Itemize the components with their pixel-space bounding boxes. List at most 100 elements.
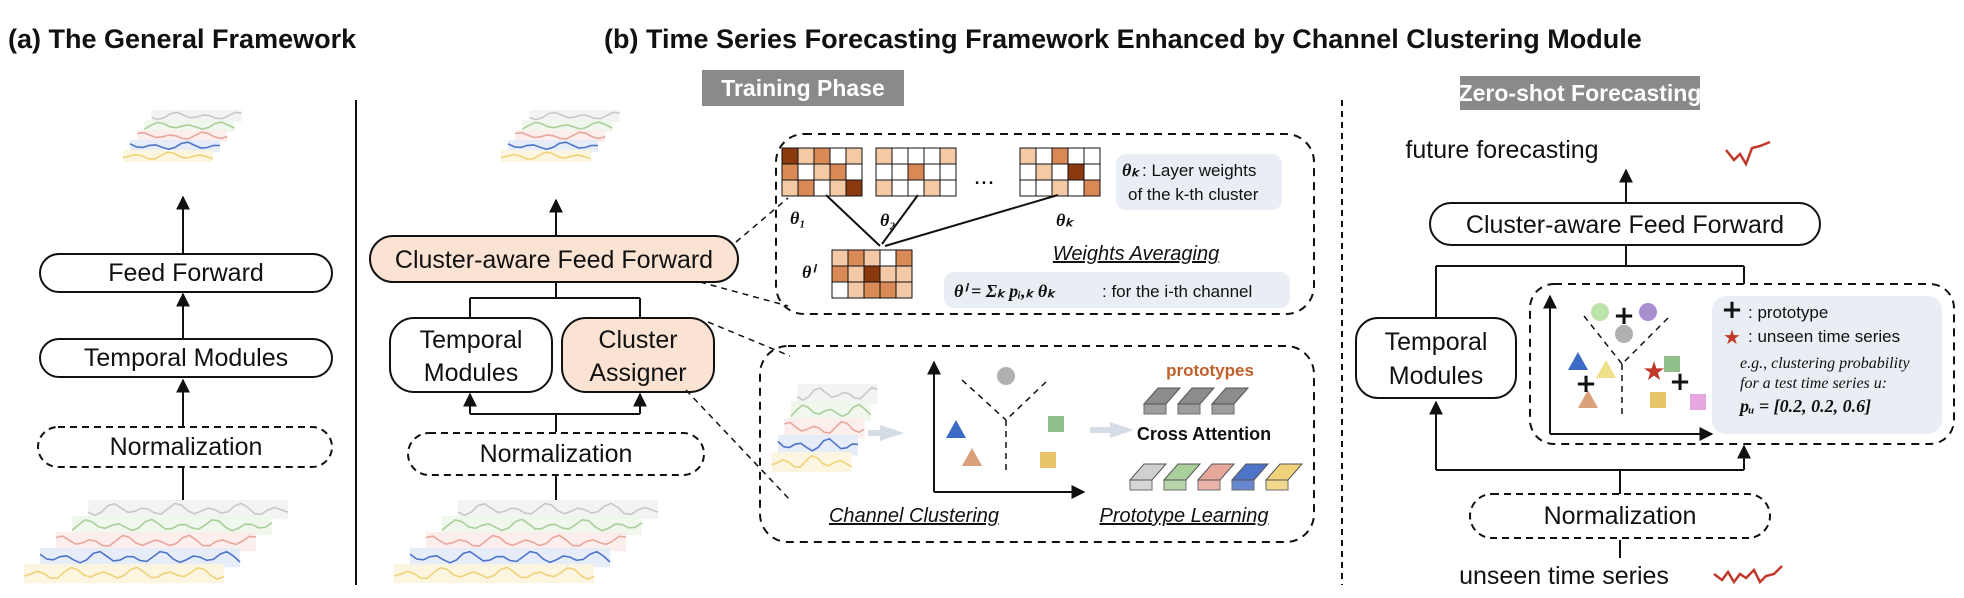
- series-band: [778, 435, 858, 456]
- weight-cell: [907, 163, 925, 181]
- avg-formula-bg: [944, 272, 1290, 308]
- callout-line-top-2: [699, 281, 789, 307]
- prototype-blocks: [1142, 387, 1250, 415]
- cluster-boundary-1: [961, 379, 1007, 421]
- weight-cell: [863, 249, 881, 267]
- weight-cell: [1035, 163, 1053, 181]
- callout-line-top-1: [735, 197, 789, 243]
- weight-cell: [891, 163, 909, 181]
- prototype-block: [1177, 403, 1201, 415]
- general-framework: Feed Forward Temporal Modules Normalizat…: [23, 110, 333, 584]
- cross-attention-label: Cross Attention: [1137, 424, 1271, 444]
- zs-prototype-3-icon: +: [1669, 367, 1691, 397]
- series-band: [24, 564, 224, 584]
- series-line: [143, 121, 235, 130]
- embedding-block: [1128, 463, 1168, 481]
- series-band: [144, 120, 235, 132]
- theta-2-label: θ₂: [880, 210, 896, 230]
- weight-cell: [829, 163, 847, 181]
- weights-averaging-panel: [775, 133, 1315, 315]
- prototypes-label: prototypes: [1166, 361, 1254, 380]
- series-band: [790, 401, 871, 422]
- embedding-block: [1163, 479, 1187, 491]
- weight-cell: [863, 265, 881, 283]
- series-line: [425, 534, 627, 547]
- series-band: [410, 548, 610, 568]
- legend-eg-line1: e.g., clustering probability: [1740, 355, 1911, 372]
- clustering-input-series-icon: [771, 384, 878, 473]
- arrow-series-to-cluster-shaft: [868, 430, 882, 436]
- series-band: [130, 140, 220, 152]
- series-line: [151, 111, 242, 121]
- weight-cell: [895, 281, 913, 299]
- zs-prototype-1-icon: +: [1613, 301, 1635, 331]
- weight-cell: [1051, 147, 1069, 165]
- weight-cell: [879, 265, 897, 283]
- series-line: [529, 111, 620, 121]
- cluster-assigner-box: [561, 317, 715, 393]
- legend-pu-value: pᵤ = [0.2, 0.2, 0.6]: [1738, 396, 1871, 416]
- weight-cell: [879, 281, 897, 299]
- cluster-assigner-label-1: Cluster: [598, 326, 677, 354]
- training-normalization-box: [407, 432, 705, 476]
- avg-line-1: [825, 194, 881, 247]
- weight-cell: [891, 179, 909, 197]
- training-phase-label: Training Phase: [721, 75, 885, 101]
- zs-point-pink-sq: [1690, 394, 1706, 410]
- cluster-point-green: [1048, 416, 1064, 432]
- arrow-cluster-to-prototype-shaft: [1090, 427, 1112, 433]
- weight-cell: [1067, 163, 1085, 181]
- embedding-blocks: [1128, 463, 1304, 491]
- series-line: [55, 534, 257, 547]
- cluster-point-gray: [997, 367, 1015, 385]
- legend-prototype-label: : prototype: [1748, 303, 1828, 322]
- weight-cell: [847, 281, 865, 299]
- zeroshot-banner: [1460, 76, 1700, 110]
- weight-cell: [1067, 179, 1085, 197]
- cluster-point-blue: [946, 420, 966, 438]
- weight-cell: [875, 147, 893, 165]
- avg-formula-suffix: : for the i-th channel: [1102, 282, 1252, 301]
- cluster-assigner-label-2: Assigner: [589, 359, 686, 387]
- temporal-modules-label: Temporal Modules: [84, 344, 288, 372]
- weight-cell: [797, 163, 815, 181]
- series-line: [784, 420, 865, 434]
- prototype-block: [1210, 387, 1250, 405]
- embedding-block: [1264, 463, 1304, 481]
- callout-line-bottom-1: [707, 321, 791, 357]
- weight-cell: [1019, 147, 1037, 165]
- cluster-aware-ff-label: Cluster-aware Feed Forward: [395, 246, 713, 274]
- title-enhanced-framework: (b) Time Series Forecasting Framework En…: [604, 24, 1642, 54]
- weight-cell: [847, 265, 865, 283]
- weight-cell: [1019, 163, 1037, 181]
- embedding-block: [1230, 463, 1270, 481]
- weight-cell: [831, 281, 849, 299]
- series-band: [508, 140, 598, 152]
- weight-cell: [813, 147, 831, 165]
- series-line: [521, 121, 613, 130]
- weight-cell: [875, 163, 893, 181]
- weight-cell: [939, 179, 957, 197]
- feed-forward-box: [39, 253, 333, 293]
- weight-cell: [875, 179, 893, 197]
- zs-cluster-plot: + + ★ +: [1543, 294, 1714, 441]
- callout-line-bottom-2: [685, 389, 791, 501]
- theta-k-label: θₖ: [1056, 210, 1074, 230]
- zs-legend-bg: [1712, 296, 1942, 434]
- theta-k-note-symbol: θₖ: [1122, 160, 1140, 180]
- zs-unseen-star-icon: ★: [1642, 357, 1665, 387]
- clustering-panel: [759, 345, 1315, 543]
- zs-point-gray-circle: [1615, 325, 1633, 343]
- zs-temporal-label-2: Modules: [1389, 362, 1484, 390]
- embedding-block: [1162, 463, 1202, 481]
- series-line: [515, 131, 606, 140]
- weight-cell: [1083, 147, 1101, 165]
- series-line: [777, 437, 859, 452]
- weight-cell: [781, 147, 799, 165]
- zs-cluster-aware-ff-label: Cluster-aware Feed Forward: [1466, 211, 1784, 239]
- avg-formula: θⁱ = Σₖ pᵢ,ₖ θₖ: [954, 281, 1056, 301]
- zs-point-yellow-tri: [1596, 360, 1616, 378]
- output-series-icon: [122, 110, 242, 162]
- cluster-aware-ff-box: [369, 235, 739, 283]
